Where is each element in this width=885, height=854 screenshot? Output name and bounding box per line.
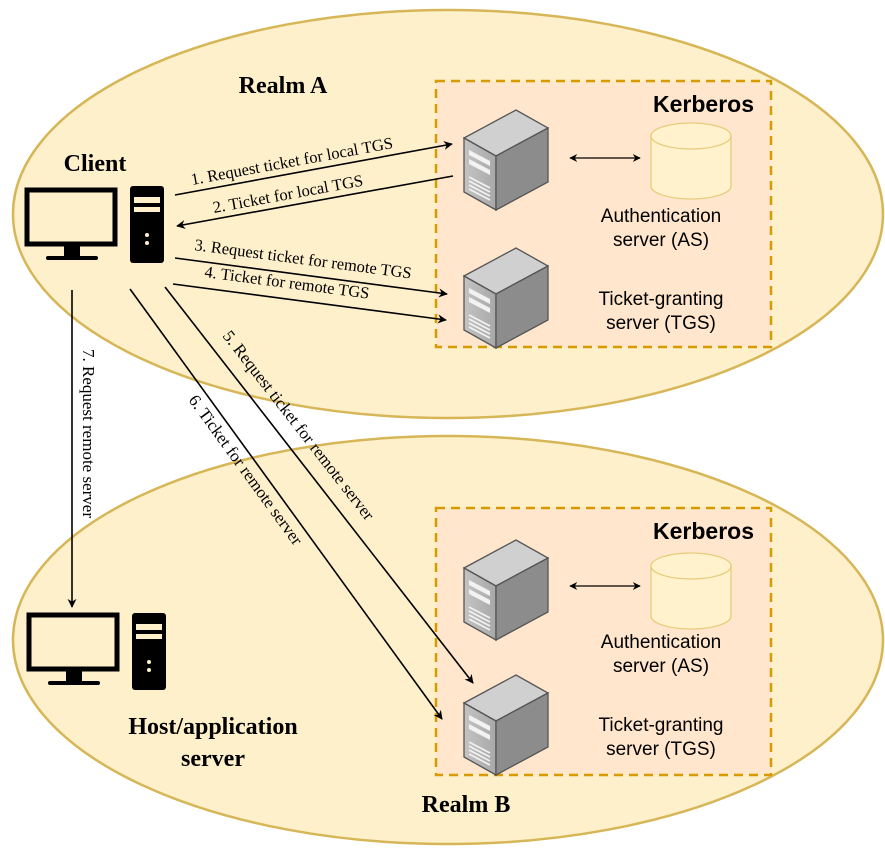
realm-a-title: Realm A: [239, 73, 328, 99]
realm-b-title: Realm B: [422, 792, 511, 818]
message-arrow-1: [174, 141, 453, 196]
client-label: Client: [64, 151, 127, 177]
host-label-2: server: [181, 746, 245, 772]
realm-a-database-icon: [650, 122, 732, 200]
message-arrow-6: [129, 288, 443, 720]
realm-b-as-label-2: server (AS): [613, 656, 709, 677]
realm-b-database-icon: [650, 552, 732, 630]
realm-b-tgs-label-1: Ticket-granting: [599, 715, 724, 736]
realm-a-tgs-label-1: Ticket-granting: [599, 289, 724, 310]
message-arrow-3: [174, 257, 448, 298]
message-arrow-2: [176, 175, 454, 229]
realm-a-as-label-2: server (AS): [613, 230, 709, 251]
host-tower-icon: [132, 613, 166, 690]
message-arrow-4: [172, 283, 447, 324]
message-label-7: 7. Request remote server: [79, 349, 98, 518]
realm-a-tgs-label-2: server (TGS): [606, 313, 716, 334]
realm-b-as-label-1: Authentication: [601, 632, 721, 653]
host-label-1: Host/application: [128, 714, 297, 740]
message-arrow-5: [164, 286, 474, 684]
realm-b-kerberos-title: Kerberos: [653, 518, 754, 544]
realm-a-kerberos-title: Kerberos: [653, 91, 754, 117]
client-tower-icon: [130, 186, 164, 263]
realm-a-as-label-1: Authentication: [601, 206, 721, 227]
realm-b-tgs-label-2: server (TGS): [606, 739, 716, 760]
